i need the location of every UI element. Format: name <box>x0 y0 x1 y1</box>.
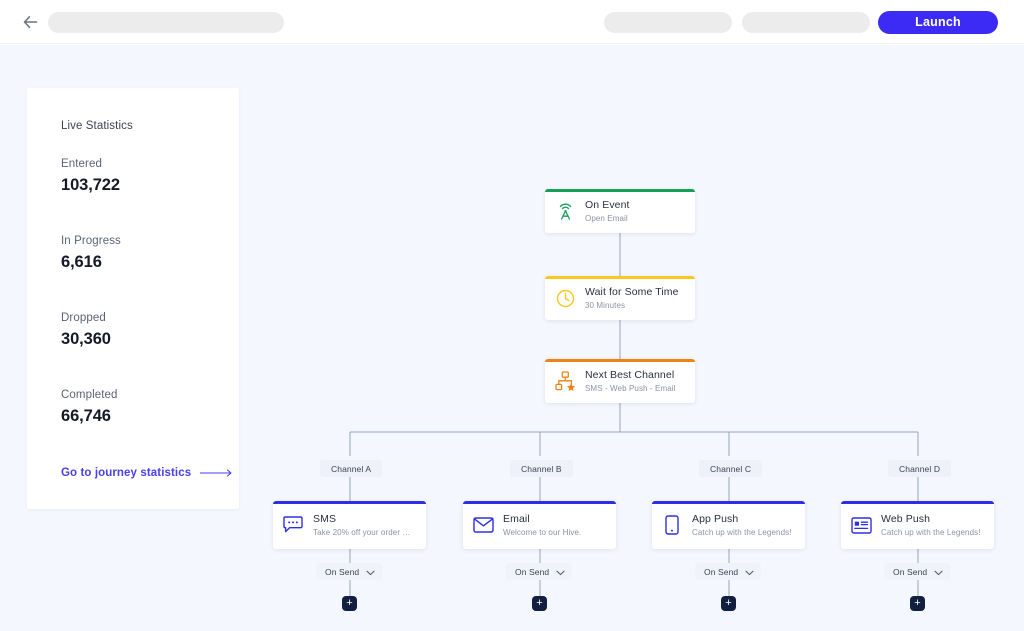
node-subtitle: Catch up with the Legends! <box>692 528 792 537</box>
browser-window-icon <box>841 516 881 534</box>
on-send-dropdown-a[interactable]: On Send <box>316 563 383 581</box>
node-subtitle: Take 20% off your order with code ... <box>313 528 416 537</box>
node-text: Next Best Channel SMS - Web Push - Email <box>585 369 686 393</box>
flow-node-web-push[interactable]: Web Push Catch up with the Legends! <box>841 501 994 549</box>
stat-in-progress: In Progress 6,616 <box>61 235 121 272</box>
back-arrow-icon[interactable] <box>22 13 42 31</box>
node-title: Web Push <box>881 513 931 525</box>
plus-icon: + <box>725 596 732 609</box>
node-subtitle: Welcome to our Hive. <box>503 528 582 537</box>
broadcast-tower-icon <box>545 202 585 220</box>
stat-value: 66,746 <box>61 407 111 425</box>
on-send-label: On Send <box>515 566 550 577</box>
toolbar-placeholder-2[interactable] <box>742 12 870 33</box>
node-title: On Event <box>585 199 630 211</box>
channel-chip-a[interactable]: Channel A <box>320 460 383 477</box>
add-step-button-b[interactable]: + <box>532 596 547 611</box>
live-statistics-panel: Live Statistics Entered 103,722 In Progr… <box>27 88 239 509</box>
arrow-right-icon <box>199 464 234 482</box>
on-send-dropdown-b[interactable]: On Send <box>506 563 573 581</box>
node-subtitle: SMS - Web Push - Email <box>585 384 676 393</box>
top-bar: Launch <box>0 0 1024 44</box>
node-text: On Event Open Email <box>585 199 640 223</box>
flow-diagram: On Event Open Email Wait for Some Time 3… <box>0 45 1024 631</box>
stat-label: Completed <box>61 389 118 401</box>
stat-value: 30,360 <box>61 330 111 348</box>
on-send-dropdown-d[interactable]: On Send <box>884 563 951 581</box>
launch-button[interactable]: Launch <box>878 11 998 34</box>
add-step-button-d[interactable]: + <box>910 596 925 611</box>
stat-completed: Completed 66,746 <box>61 389 118 426</box>
add-step-button-c[interactable]: + <box>721 596 736 611</box>
node-text: Email Welcome to our Hive. <box>503 513 591 537</box>
on-send-label: On Send <box>325 566 360 577</box>
on-send-label: On Send <box>704 566 739 577</box>
flow-node-app-push[interactable]: App Push Catch up with the Legends! <box>652 501 805 549</box>
chevron-down-icon <box>556 563 565 581</box>
journey-name-placeholder[interactable] <box>48 12 284 33</box>
chevron-down-icon <box>366 563 375 581</box>
flow-node-wait-for-some-time[interactable]: Wait for Some Time 30 Minutes <box>545 276 695 320</box>
envelope-icon <box>463 517 503 533</box>
add-step-button-a[interactable]: + <box>342 596 357 611</box>
clock-icon <box>545 289 585 308</box>
node-title: Email <box>503 513 530 525</box>
on-send-label: On Send <box>893 566 928 577</box>
stat-entered: Entered 103,722 <box>61 158 120 195</box>
plus-icon: + <box>914 596 921 609</box>
journey-canvas[interactable]: Live Statistics Entered 103,722 In Progr… <box>0 45 1024 631</box>
stat-label: Entered <box>61 158 102 170</box>
stat-label: In Progress <box>61 235 121 247</box>
node-text: SMS Take 20% off your order with code ..… <box>313 513 426 537</box>
on-send-dropdown-c[interactable]: On Send <box>695 563 762 581</box>
flow-node-sms[interactable]: SMS Take 20% off your order with code ..… <box>273 501 426 549</box>
channel-chip-b[interactable]: Channel B <box>510 460 573 477</box>
flow-node-on-event[interactable]: On Event Open Email <box>545 189 695 233</box>
node-title: Next Best Channel <box>585 369 675 381</box>
chevron-down-icon <box>745 563 754 581</box>
plus-icon: + <box>346 596 353 609</box>
node-text: Wait for Some Time 30 Minutes <box>585 286 689 310</box>
channel-chip-d[interactable]: Channel D <box>888 460 952 477</box>
node-text: App Push Catch up with the Legends! <box>692 513 802 537</box>
stat-dropped: Dropped 30,360 <box>61 312 111 349</box>
chevron-down-icon <box>934 563 943 581</box>
stat-value: 6,616 <box>61 253 102 271</box>
stat-label: Dropped <box>61 312 106 324</box>
plus-icon: + <box>536 596 543 609</box>
journey-link-label: Go to journey statistics <box>61 467 192 479</box>
node-text: Web Push Catch up with the Legends! <box>881 513 991 537</box>
node-title: SMS <box>313 513 337 525</box>
flow-node-email[interactable]: Email Welcome to our Hive. <box>463 501 616 549</box>
toolbar-placeholder-1[interactable] <box>604 12 732 33</box>
mobile-phone-icon <box>652 515 692 535</box>
sms-bubble-icon <box>273 516 313 534</box>
stat-value: 103,722 <box>61 176 120 194</box>
node-title: Wait for Some Time <box>585 286 679 298</box>
channel-chip-c[interactable]: Channel C <box>699 460 763 477</box>
live-statistics-title: Live Statistics <box>61 120 133 132</box>
node-subtitle: 30 Minutes <box>585 301 626 310</box>
node-title: App Push <box>692 513 739 525</box>
node-subtitle: Catch up with the Legends! <box>881 528 981 537</box>
node-subtitle: Open Email <box>585 214 628 223</box>
next-best-channel-icon <box>545 371 585 391</box>
flow-node-next-best-channel[interactable]: Next Best Channel SMS - Web Push - Email <box>545 359 695 403</box>
go-to-journey-statistics-link[interactable]: Go to journey statistics <box>61 464 234 482</box>
